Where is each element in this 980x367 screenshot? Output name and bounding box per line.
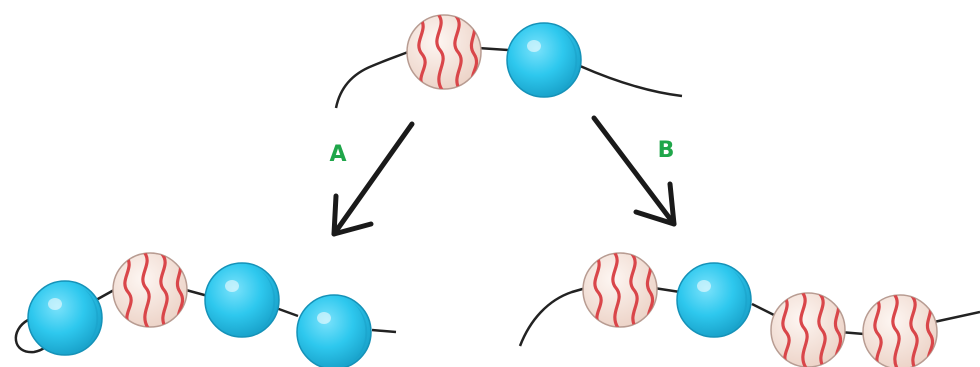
striped-bead xyxy=(863,294,937,367)
arrow-a xyxy=(331,121,415,237)
blue-bead xyxy=(204,262,280,338)
striped-bead xyxy=(407,14,481,90)
result-b-string xyxy=(518,286,587,347)
result-a-string-links xyxy=(95,288,397,334)
label-a: A xyxy=(329,142,346,167)
arrow-b xyxy=(591,115,677,227)
top-string xyxy=(334,49,413,109)
striped-bead xyxy=(583,252,657,328)
result-b-bead-chain xyxy=(518,252,980,367)
blue-bead xyxy=(27,280,103,356)
top-string-link xyxy=(477,46,509,52)
label-b: B xyxy=(658,138,675,163)
result-b-string-links xyxy=(653,286,980,336)
top-string-tail xyxy=(579,64,683,98)
blue-bead xyxy=(296,294,372,367)
blue-bead xyxy=(676,262,752,338)
blue-bead xyxy=(506,22,582,98)
top-bead-chain xyxy=(334,14,683,109)
striped-bead xyxy=(113,252,187,328)
result-a-bead-chain xyxy=(14,252,397,367)
striped-bead xyxy=(771,292,845,367)
